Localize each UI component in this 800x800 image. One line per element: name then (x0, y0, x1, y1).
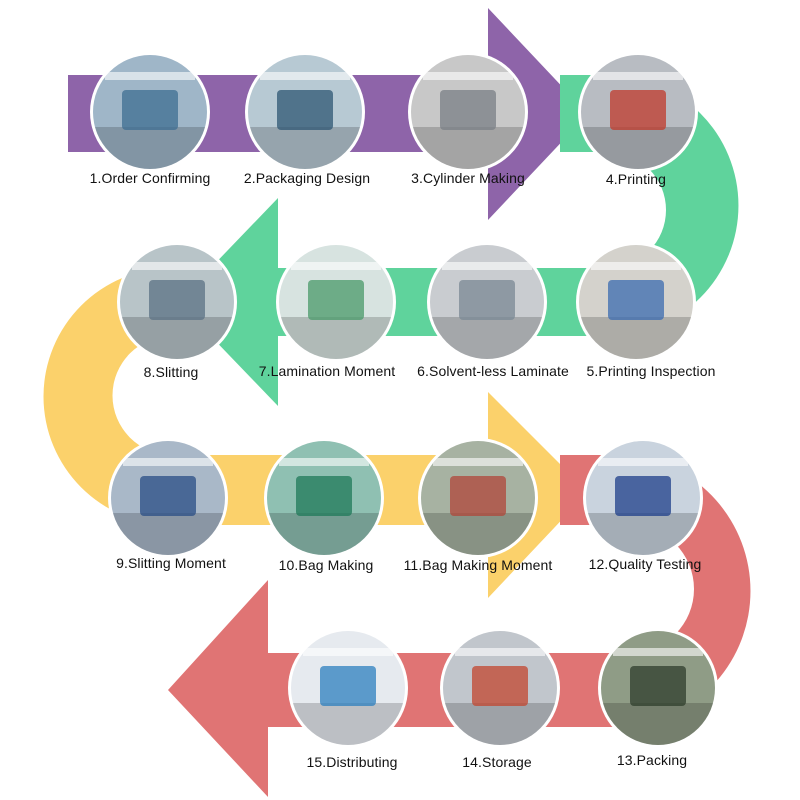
step-15-label: 15.Distributing (306, 754, 398, 770)
step-4-label: 4.Printing (605, 171, 667, 187)
step-14-photo (440, 628, 560, 748)
step-12-label: 12.Quality Testing (588, 556, 702, 572)
step-5-label: 5.Printing Inspection (586, 363, 716, 379)
step-12-photo (583, 438, 703, 558)
step-13-label: 13.Packing (616, 752, 688, 768)
step-1-photo (90, 52, 210, 172)
step-10-label: 10.Bag Making (278, 557, 374, 573)
step-7-photo (276, 242, 396, 362)
step-10-photo (264, 438, 384, 558)
step-15-photo (288, 628, 408, 748)
step-9-label: 9.Slitting Moment (116, 555, 226, 571)
step-2-photo (245, 52, 365, 172)
step-14-label: 14.Storage (462, 754, 532, 770)
step-3-photo (408, 52, 528, 172)
step-3-label: 3.Cylinder Making (411, 170, 525, 186)
step-8-label: 8.Slitting (143, 364, 199, 380)
step-7-label: 7.Lamination Moment (258, 363, 396, 379)
step-6-photo (427, 242, 547, 362)
step-5-photo (576, 242, 696, 362)
step-8-photo (117, 242, 237, 362)
step-9-photo (108, 438, 228, 558)
step-11-label: 11.Bag Making Moment (403, 557, 553, 573)
step-6-label: 6.Solvent-less Laminate (417, 363, 569, 379)
step-1-label: 1.Order Confirming (89, 170, 211, 186)
step-2-label: 2.Packaging Design (243, 170, 371, 186)
step-13-photo (598, 628, 718, 748)
